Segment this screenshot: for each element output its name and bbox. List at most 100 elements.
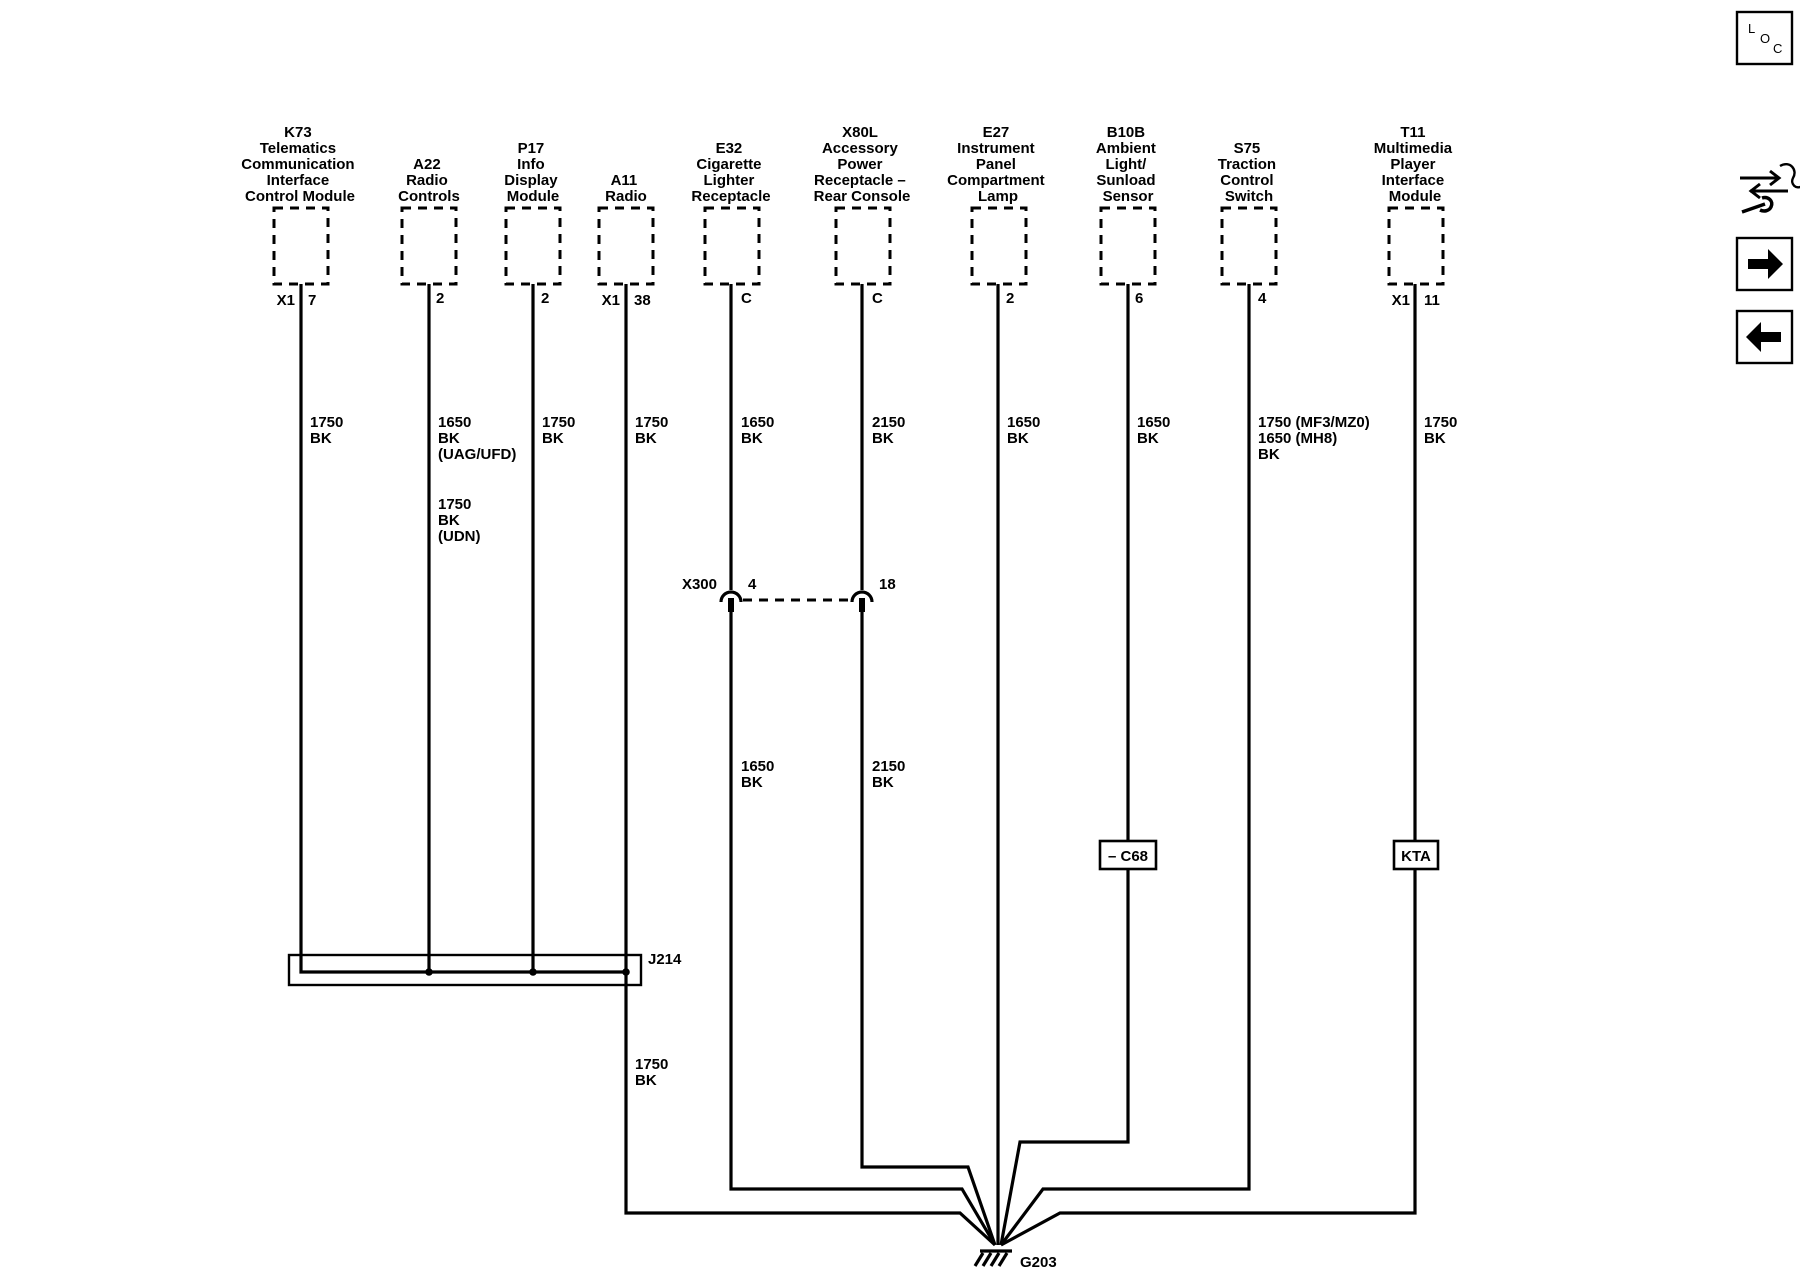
e32-box	[703, 206, 761, 286]
p17-label: P17 Info Display Module	[504, 140, 562, 205]
a11-pin-label: 38	[634, 292, 651, 309]
p17-wire-label: 1750 BK	[542, 414, 580, 447]
j214-box	[287, 953, 643, 987]
s75-wire	[999, 284, 1251, 1246]
x300-e32-pin-label: 4	[748, 576, 757, 593]
nav-buttons[interactable]: L O C	[1735, 10, 1800, 365]
previous-page-button[interactable]	[1735, 309, 1794, 365]
connector-wrench-icon[interactable]	[1740, 163, 1800, 214]
p17-pin-label: 2	[541, 290, 549, 307]
location-view-button-frame	[1735, 10, 1794, 66]
x300-e32-terminal	[719, 590, 743, 603]
x80l-label: X80L Accessory Power Receptacle – Rear C…	[814, 124, 911, 205]
next-page-button[interactable]	[1735, 236, 1794, 292]
b10b-option-box	[1098, 839, 1158, 871]
b10b-box	[1099, 206, 1157, 286]
x300-x80l-pin-label: 18	[879, 576, 896, 593]
loc-letter-o: O	[1760, 31, 1770, 46]
x300-x80l-pin	[859, 598, 865, 612]
b10b-pin-label: 6	[1135, 290, 1143, 307]
wire-labels-lower: 1650 BK 2150 BK 1750 BK	[635, 758, 910, 1089]
arrow-right-icon	[1748, 249, 1783, 279]
b10b-label: B10B Ambient Light/ Sunload Sensor	[1096, 124, 1160, 205]
k73-pin-label: 7	[308, 292, 316, 309]
e27-box	[970, 206, 1028, 286]
location-view-button[interactable]: L O C	[1735, 10, 1794, 66]
ground-stroke-2	[981, 1252, 993, 1267]
s75-wire-label: 1750 (MF3/MZ0) 1650 (MH8) BK	[1258, 414, 1374, 463]
k73-label: K73 Telematics Communication Interface C…	[241, 124, 359, 205]
b10b-wire-label: 1650 BK	[1137, 414, 1175, 447]
wire-labels-upper: 1750 BK 1650 BK (UAG/UFD) 1750 BK (UDN) …	[310, 414, 1462, 545]
option-boxes: – C68 KTA	[1098, 839, 1440, 871]
connector-arrows-icon	[1740, 169, 1788, 200]
t11-pin-label: 11	[1424, 292, 1440, 309]
x300-label: X300	[682, 576, 717, 593]
k73-connector-label: X1	[277, 292, 295, 309]
j214-join-a22	[425, 968, 433, 976]
component-boxes	[272, 206, 1445, 286]
component-labels: K73 Telematics Communication Interface C…	[241, 124, 1457, 205]
wrench-icon	[1741, 195, 1774, 214]
e27-label: E27 Instrument Panel Compartment Lamp	[947, 124, 1049, 205]
arrow-left-icon	[1746, 322, 1781, 352]
x80l-lower-wire-label: 2150 BK	[872, 758, 910, 791]
x300-e32-pin	[728, 598, 734, 612]
a22-wire-label: 1650 BK (UAG/UFD)	[438, 414, 516, 463]
j214-join-a11	[622, 968, 630, 976]
a11-lower-wire-label: 1750 BK	[635, 1056, 673, 1089]
b10b-wire	[999, 284, 1130, 1246]
a11-label: A11 Radio	[605, 172, 647, 205]
a22-box	[400, 206, 458, 286]
x300-x80l-terminal	[850, 590, 874, 603]
t11-connector-label: X1	[1392, 292, 1410, 309]
s75-label: S75 Traction Control Switch	[1218, 140, 1281, 205]
j214-label: J214	[648, 951, 682, 968]
e32-lower-wire-label: 1650 BK	[741, 758, 779, 791]
g203-label: G203	[1020, 1254, 1057, 1271]
a11-wire-label: 1750 BK	[635, 414, 673, 447]
j214-join-p17	[529, 968, 537, 976]
s75-pin-label: 4	[1258, 290, 1267, 307]
ground-stroke-4	[997, 1252, 1009, 1267]
loc-letter-l: L	[1748, 21, 1755, 36]
x300-inline-connector: X300 4 18	[682, 576, 896, 612]
e32-label: E32 Cigarette Lighter Receptacle	[691, 140, 770, 205]
b10b-option-label: – C68	[1108, 848, 1148, 865]
t11-option-label: KTA	[1401, 848, 1431, 865]
a11-wire	[624, 284, 997, 1247]
t11-wire	[1000, 284, 1417, 1247]
a11-box	[597, 206, 655, 286]
k73-wire-label: 1750 BK	[310, 414, 348, 447]
j214-splice-pack: J214	[287, 951, 682, 987]
x80l-box	[834, 206, 892, 286]
a22-wire-label-alt: 1750 BK (UDN)	[438, 496, 481, 545]
s75-box	[1220, 206, 1278, 286]
e27-pin-label: 2	[1006, 290, 1014, 307]
x80l-wire-lower	[860, 607, 997, 1246]
loc-letter-c: C	[1773, 41, 1782, 56]
wires	[299, 284, 1417, 1247]
e32-pin-label: C	[741, 290, 752, 307]
k73-box	[272, 206, 330, 286]
a22-pin-label: 2	[436, 290, 444, 307]
p17-box	[504, 206, 562, 286]
x80l-pin-label: C	[872, 290, 883, 307]
ground-g203: G203	[973, 1249, 1057, 1271]
ground-stroke-3	[989, 1252, 1001, 1267]
t11-option-box	[1392, 839, 1440, 871]
e27-wire-label: 1650 BK	[1007, 414, 1045, 447]
t11-wire-label: 1750 BK	[1424, 414, 1462, 447]
x80l-wire-label: 2150 BK	[872, 414, 910, 447]
t11-label: T11 Multimedia Player Interface Module	[1374, 124, 1457, 205]
e32-wire-label: 1650 BK	[741, 414, 779, 447]
ground-stroke-1	[973, 1252, 985, 1267]
pin-labels: X1 7 2 2 X1 38 C C 2 6 4 X1 11	[277, 290, 1440, 309]
e32-wire-lower	[729, 607, 997, 1246]
a11-connector-label: X1	[602, 292, 620, 309]
t11-box	[1387, 206, 1445, 286]
connector-body-icon	[1779, 163, 1800, 189]
a22-label: A22 Radio Controls	[398, 156, 460, 205]
k73-wire	[299, 284, 628, 974]
